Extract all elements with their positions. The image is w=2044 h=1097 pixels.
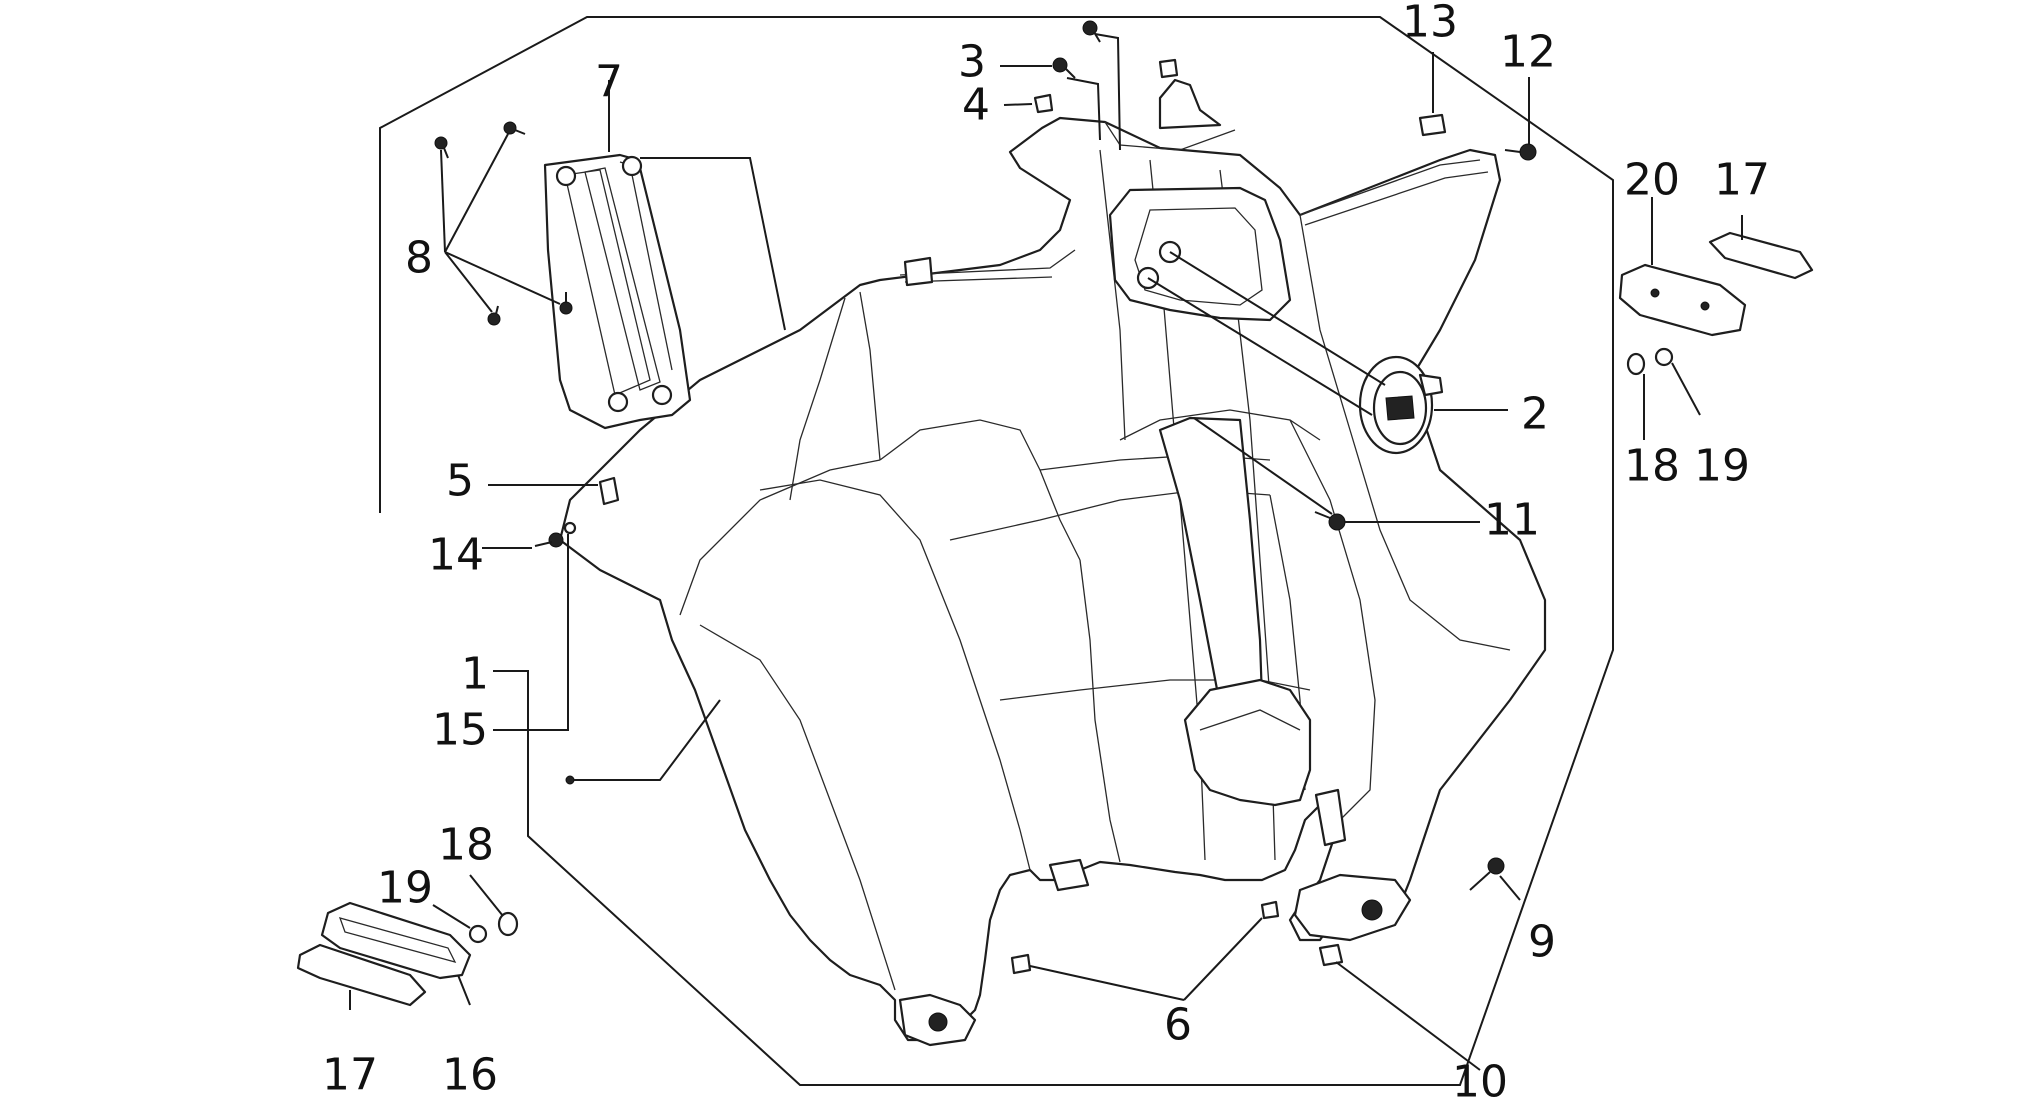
part-8-screw-c xyxy=(487,305,501,326)
callout-8: 8 xyxy=(405,233,433,284)
hardware-screws xyxy=(434,20,1537,975)
part-4-clip-a xyxy=(1033,93,1054,114)
part-17-lens-lower xyxy=(296,943,427,1007)
callout-1: 1 xyxy=(461,649,489,700)
front-shield-body xyxy=(558,78,1547,1047)
callout-labels: 1 2 3 4 5 6 7 8 9 10 11 12 13 14 15 16 1… xyxy=(322,0,1770,1097)
part-3-screw-b xyxy=(1082,20,1101,43)
part-8-screw-b xyxy=(503,121,526,135)
part-3-screw-a xyxy=(1052,57,1076,79)
callout-17-upper: 17 xyxy=(1714,155,1770,206)
part-18-pad-lower xyxy=(497,911,519,937)
callout-18-upper: 18 xyxy=(1624,441,1680,492)
part-6-nut-a xyxy=(1260,900,1280,920)
callout-6: 6 xyxy=(1164,1000,1192,1051)
callout-15: 15 xyxy=(432,705,488,756)
callout-18-lower: 18 xyxy=(438,820,494,871)
part-6-nut-b xyxy=(1010,953,1032,975)
part-18-pad-upper xyxy=(1626,352,1646,376)
part-2-fuel-cap xyxy=(1358,355,1444,455)
callout-20: 20 xyxy=(1624,155,1680,206)
part-10-clip xyxy=(1318,943,1344,967)
part-1-reference-dot xyxy=(565,775,575,785)
callout-2: 2 xyxy=(1521,389,1549,440)
callout-14: 14 xyxy=(428,530,484,581)
callout-4: 4 xyxy=(962,80,990,131)
part-17-lens-upper xyxy=(1708,231,1814,280)
part-12-screw xyxy=(1504,143,1537,161)
callout-19-lower: 19 xyxy=(377,863,433,914)
leader-lines xyxy=(349,33,1743,1071)
part-8-screw-d xyxy=(559,292,573,315)
part-5-clip xyxy=(598,476,620,506)
callout-10: 10 xyxy=(1452,1057,1508,1097)
callout-12: 12 xyxy=(1500,27,1556,78)
part-7-cover xyxy=(543,153,692,430)
callout-16-lower: 16 xyxy=(442,1050,498,1097)
part-20-reflector-upper xyxy=(1618,263,1747,337)
part-16-reflector-lower xyxy=(320,901,472,980)
part-19-grommet-upper xyxy=(1654,347,1674,367)
callout-7: 7 xyxy=(595,57,623,108)
part-4-clip-b xyxy=(1158,58,1179,79)
callout-19-upper: 19 xyxy=(1694,441,1750,492)
part-9-screw xyxy=(1469,857,1505,891)
part-14-screw xyxy=(534,532,564,548)
callout-13: 13 xyxy=(1402,0,1458,48)
part-13-clip xyxy=(1418,113,1447,137)
callout-9: 9 xyxy=(1528,917,1556,968)
callout-5: 5 xyxy=(446,456,474,507)
part-15-washer xyxy=(563,521,577,535)
callout-17-lower: 17 xyxy=(322,1050,378,1097)
callout-3: 3 xyxy=(958,37,986,88)
part-8-screw-a xyxy=(434,136,449,159)
part-19-grommet-lower xyxy=(468,924,488,944)
callout-11: 11 xyxy=(1484,495,1540,546)
